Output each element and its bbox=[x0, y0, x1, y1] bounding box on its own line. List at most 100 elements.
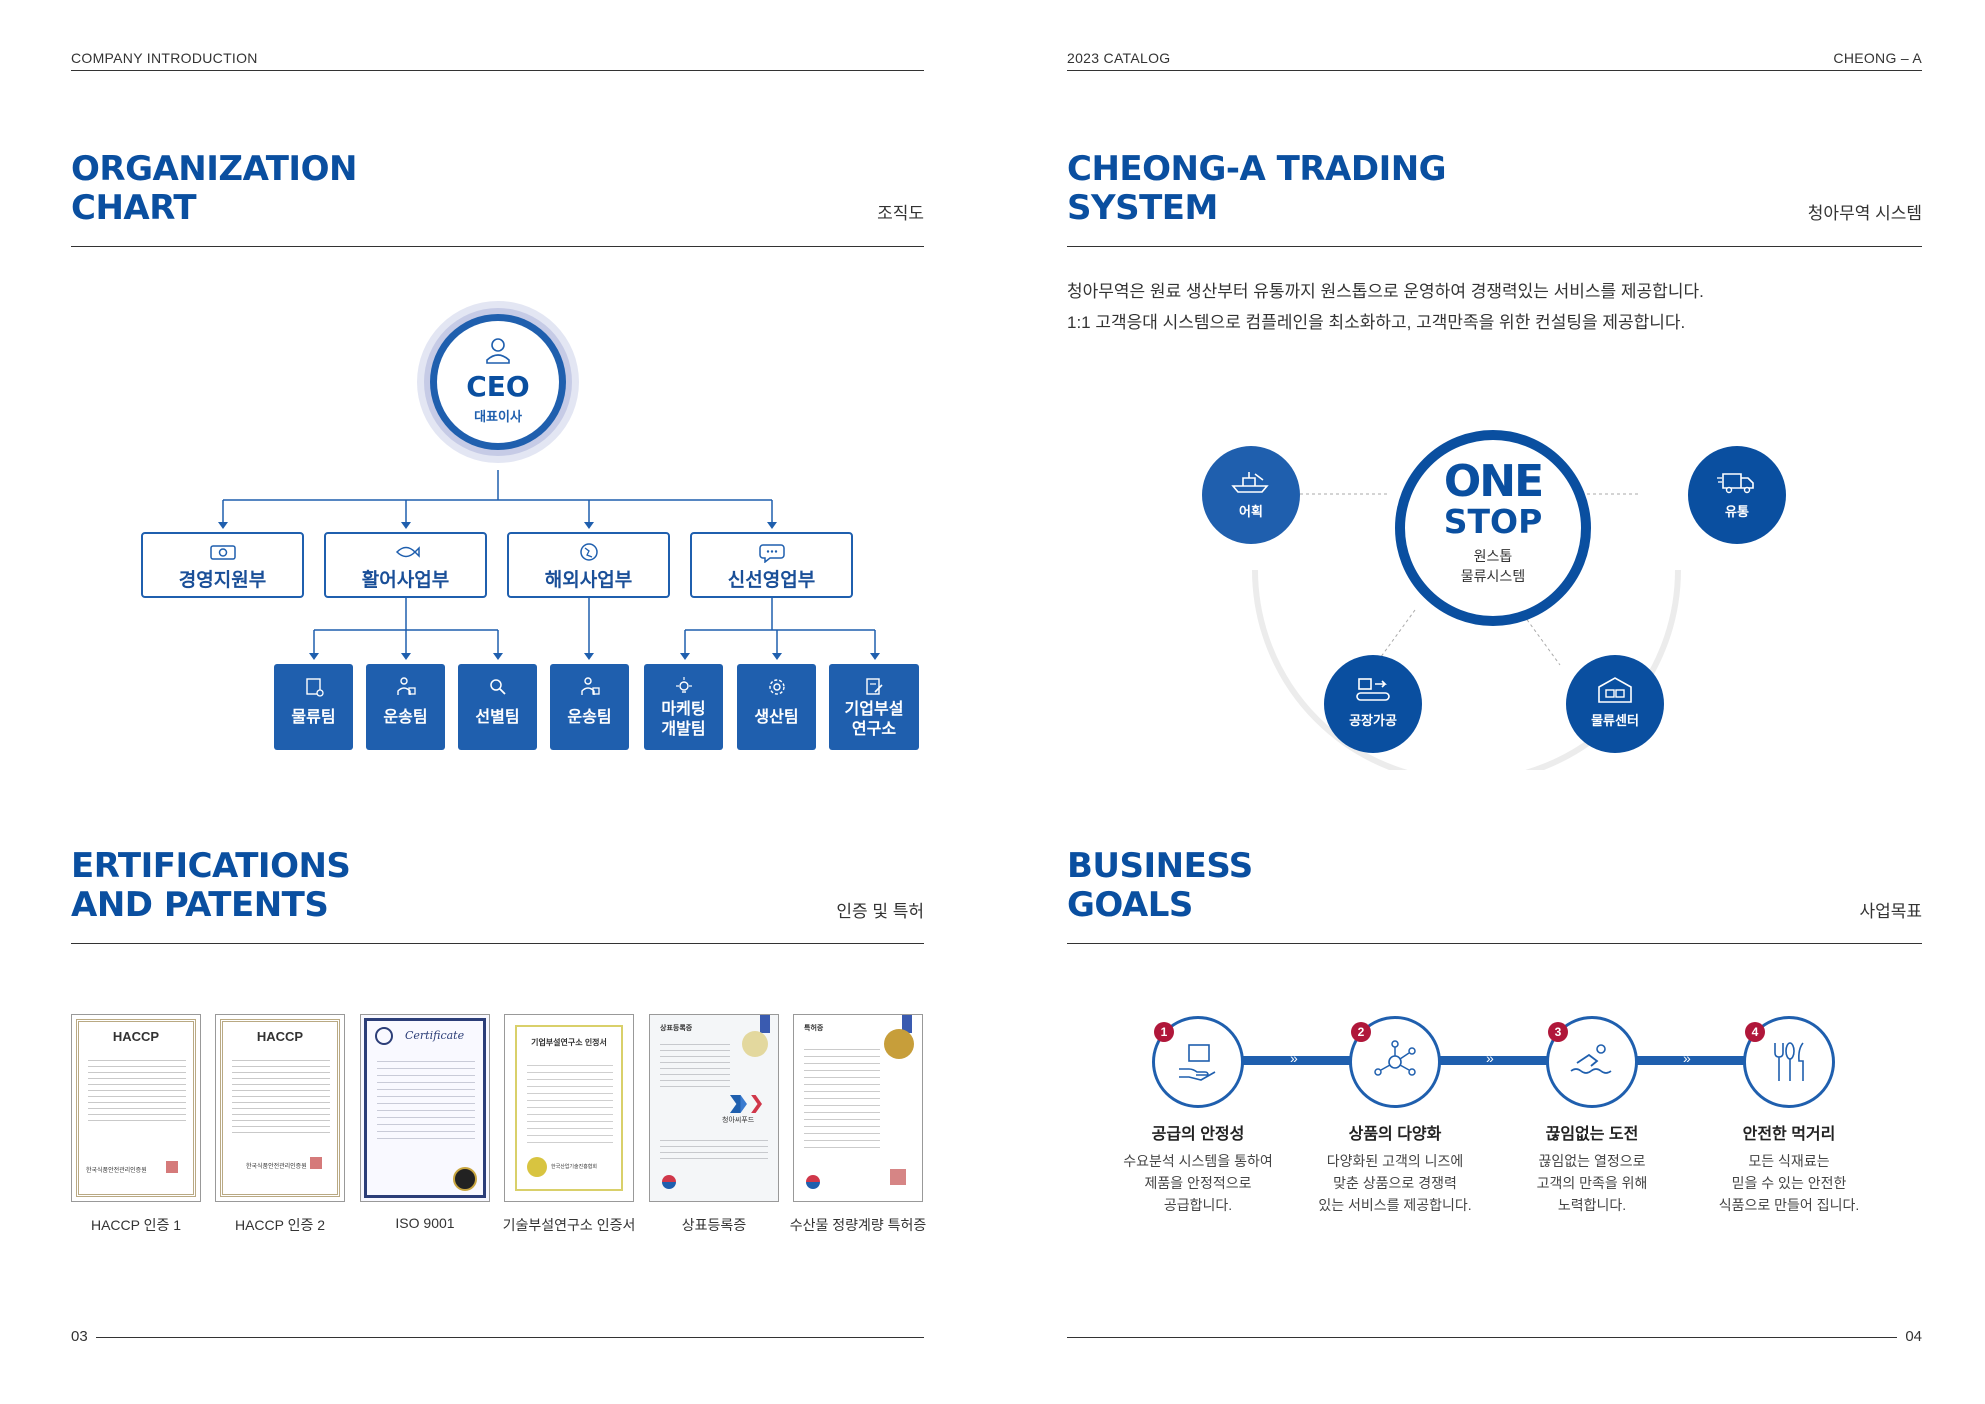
goal-desc-line: 끊임없는 열정으로 bbox=[1538, 1153, 1646, 1169]
team-label: 마케팅 bbox=[661, 701, 706, 718]
ceo-circle-graphic bbox=[417, 301, 579, 463]
org-title-rule bbox=[71, 246, 924, 247]
cert-heading: Certificate bbox=[405, 1029, 465, 1042]
goals-title-rule bbox=[1067, 943, 1922, 944]
box-icon bbox=[305, 678, 324, 697]
goal-desc-4: 모든 식재료는 믿을 수 있는 안전한 식품으로 만들어 집니다. bbox=[1689, 1150, 1889, 1216]
dept-overseas: 해외사업부 bbox=[507, 532, 670, 598]
dept-live-fish: 활어사업부 bbox=[324, 532, 487, 598]
chat-bubble-icon bbox=[758, 544, 785, 563]
goal-desc-line: 다양화된 고객의 니즈에 bbox=[1326, 1153, 1464, 1169]
node-label: 어획 bbox=[1239, 504, 1263, 519]
cert-trademark: 상표등록증 청아씨푸드 bbox=[649, 1014, 779, 1202]
cert-patent: 특허증 bbox=[793, 1014, 923, 1202]
team-transport-2: 운송팀 bbox=[550, 664, 629, 750]
page-header-brand: CHEONG – A bbox=[1833, 50, 1922, 66]
team-label-2: 연구소 bbox=[851, 721, 897, 738]
delivery-person-icon bbox=[580, 677, 600, 695]
goals-title: BUSINESS GOALS bbox=[1067, 847, 1253, 925]
cert-heading: HACCP bbox=[256, 1029, 304, 1044]
warehouse-icon bbox=[1598, 677, 1632, 703]
goals-arrow-2: » bbox=[1486, 1050, 1494, 1066]
cert-seal-text: 한국식품안전관리인증원 bbox=[246, 1164, 307, 1170]
dept-label: 활어사업부 bbox=[361, 570, 450, 591]
team-label: 선별팀 bbox=[475, 709, 520, 726]
fishing-boat-icon bbox=[1231, 472, 1269, 493]
person-icon bbox=[486, 338, 510, 364]
team-label: 기업부설 bbox=[844, 701, 904, 718]
page-number-right: 04 bbox=[1905, 1328, 1922, 1345]
team-sorting: 선별팀 bbox=[458, 664, 537, 750]
one-stop-sub2: 물류시스템 bbox=[1460, 568, 1526, 584]
cert-caption: ISO 9001 bbox=[395, 1215, 455, 1231]
goals-title-line2: GOALS bbox=[1067, 885, 1193, 925]
certs-title-rule bbox=[71, 943, 924, 944]
page-header-catalog: 2023 CATALOG bbox=[1067, 50, 1171, 66]
org-chart-title: ORGANIZATION CHART bbox=[71, 150, 357, 228]
goal-circle-1 bbox=[1152, 1016, 1244, 1108]
header-rule-left bbox=[71, 70, 924, 71]
cert-heading: 기업부설연구소 인정서 bbox=[531, 1038, 607, 1047]
system-title-line2: SYSTEM bbox=[1067, 188, 1218, 228]
goal-desc-line: 맞춘 상품으로 경쟁력 bbox=[1333, 1175, 1457, 1191]
org-chart-subtitle: 조직도 bbox=[877, 204, 924, 223]
trademark-logo bbox=[730, 1095, 762, 1113]
cert-caption: HACCP 인증 1 bbox=[90, 1217, 182, 1233]
dept-fresh-sales: 신선영업부 bbox=[690, 532, 853, 598]
org-connectors bbox=[218, 470, 880, 660]
node-distribution: 유통 bbox=[1688, 446, 1786, 544]
goals-arrow-1: » bbox=[1290, 1050, 1298, 1066]
cert-haccp-1: HACCP 한국식품안전관리인증원 bbox=[71, 1014, 201, 1202]
goal-badge-2: 2 bbox=[1351, 1022, 1371, 1042]
team-label: 운송팀 bbox=[567, 709, 612, 726]
node-factory: 공장가공 bbox=[1324, 655, 1422, 753]
goal-desc-line: 노력합니다. bbox=[1557, 1197, 1627, 1213]
cert-heading: 특허증 bbox=[804, 1025, 824, 1032]
cert-caption: HACCP 인증 2 bbox=[234, 1217, 326, 1233]
conveyor-icon bbox=[1356, 678, 1390, 701]
system-title-rule bbox=[1067, 246, 1922, 247]
node-label: 유통 bbox=[1725, 504, 1749, 519]
org-title-line2: CHART bbox=[71, 188, 197, 228]
cert-caption: 수산물 정량계량 특허증 bbox=[789, 1217, 927, 1233]
goals-subtitle: 사업목표 bbox=[1859, 902, 1922, 921]
cert-heading: 상표등록증 bbox=[660, 1025, 693, 1032]
goal-desc-line: 모든 식재료는 bbox=[1748, 1153, 1830, 1169]
team-label: 물류팀 bbox=[291, 709, 336, 726]
dept-label: 신선영업부 bbox=[727, 570, 816, 591]
fish-icon bbox=[395, 546, 420, 558]
goal-desc-line: 있는 서비스를 제공합니다. bbox=[1318, 1197, 1472, 1213]
ceo-title: CEO bbox=[466, 370, 530, 403]
goal-title-3: 끊임없는 도전 bbox=[1545, 1126, 1639, 1143]
lightbulb-icon bbox=[675, 677, 692, 693]
dept-label: 경영지원부 bbox=[178, 570, 267, 591]
certs-subtitle: 인증 및 특허 bbox=[836, 902, 924, 921]
goal-desc-line: 믿을 수 있는 안전한 bbox=[1731, 1175, 1847, 1191]
cert-caption: 기술부설연구소 인증서 bbox=[502, 1217, 636, 1233]
node-logistics-center: 물류센터 bbox=[1566, 655, 1664, 753]
truck-icon bbox=[1717, 473, 1754, 494]
globe-icon bbox=[579, 543, 598, 561]
hand-box-icon bbox=[1179, 1044, 1216, 1081]
dept-management-support: 경영지원부 bbox=[141, 532, 304, 598]
goal-desc-line: 수요분석 시스템을 통하여 bbox=[1123, 1153, 1273, 1169]
ceo-subtitle: 대표이사 bbox=[474, 409, 522, 424]
footer-rule-right bbox=[1067, 1337, 1897, 1338]
goal-desc-line: 제품을 안정적으로 bbox=[1144, 1175, 1252, 1191]
cert-seal-text: 한국산업기술진흥협회 bbox=[551, 1164, 598, 1170]
team-label-2: 개발팀 bbox=[661, 721, 706, 738]
team-transport-1: 운송팀 bbox=[366, 664, 445, 750]
cert-seal-text: 청아씨푸드 bbox=[722, 1117, 755, 1124]
team-label: 운송팀 bbox=[383, 709, 428, 726]
goal-badge-1: 1 bbox=[1154, 1022, 1174, 1042]
network-nodes-icon bbox=[1374, 1040, 1416, 1076]
money-icon bbox=[209, 545, 236, 560]
goal-badge-3: 3 bbox=[1548, 1022, 1568, 1042]
goal-title-1: 공급의 안정성 bbox=[1151, 1126, 1245, 1143]
dept-label: 해외사업부 bbox=[544, 570, 633, 591]
document-edit-icon bbox=[866, 678, 883, 695]
header-rule-right bbox=[1067, 70, 1922, 71]
cert-caption: 상표등록증 bbox=[681, 1217, 747, 1233]
one-stop-line2: STOP bbox=[1443, 502, 1543, 541]
system-subtitle: 청아무역 시스템 bbox=[1807, 204, 1922, 223]
